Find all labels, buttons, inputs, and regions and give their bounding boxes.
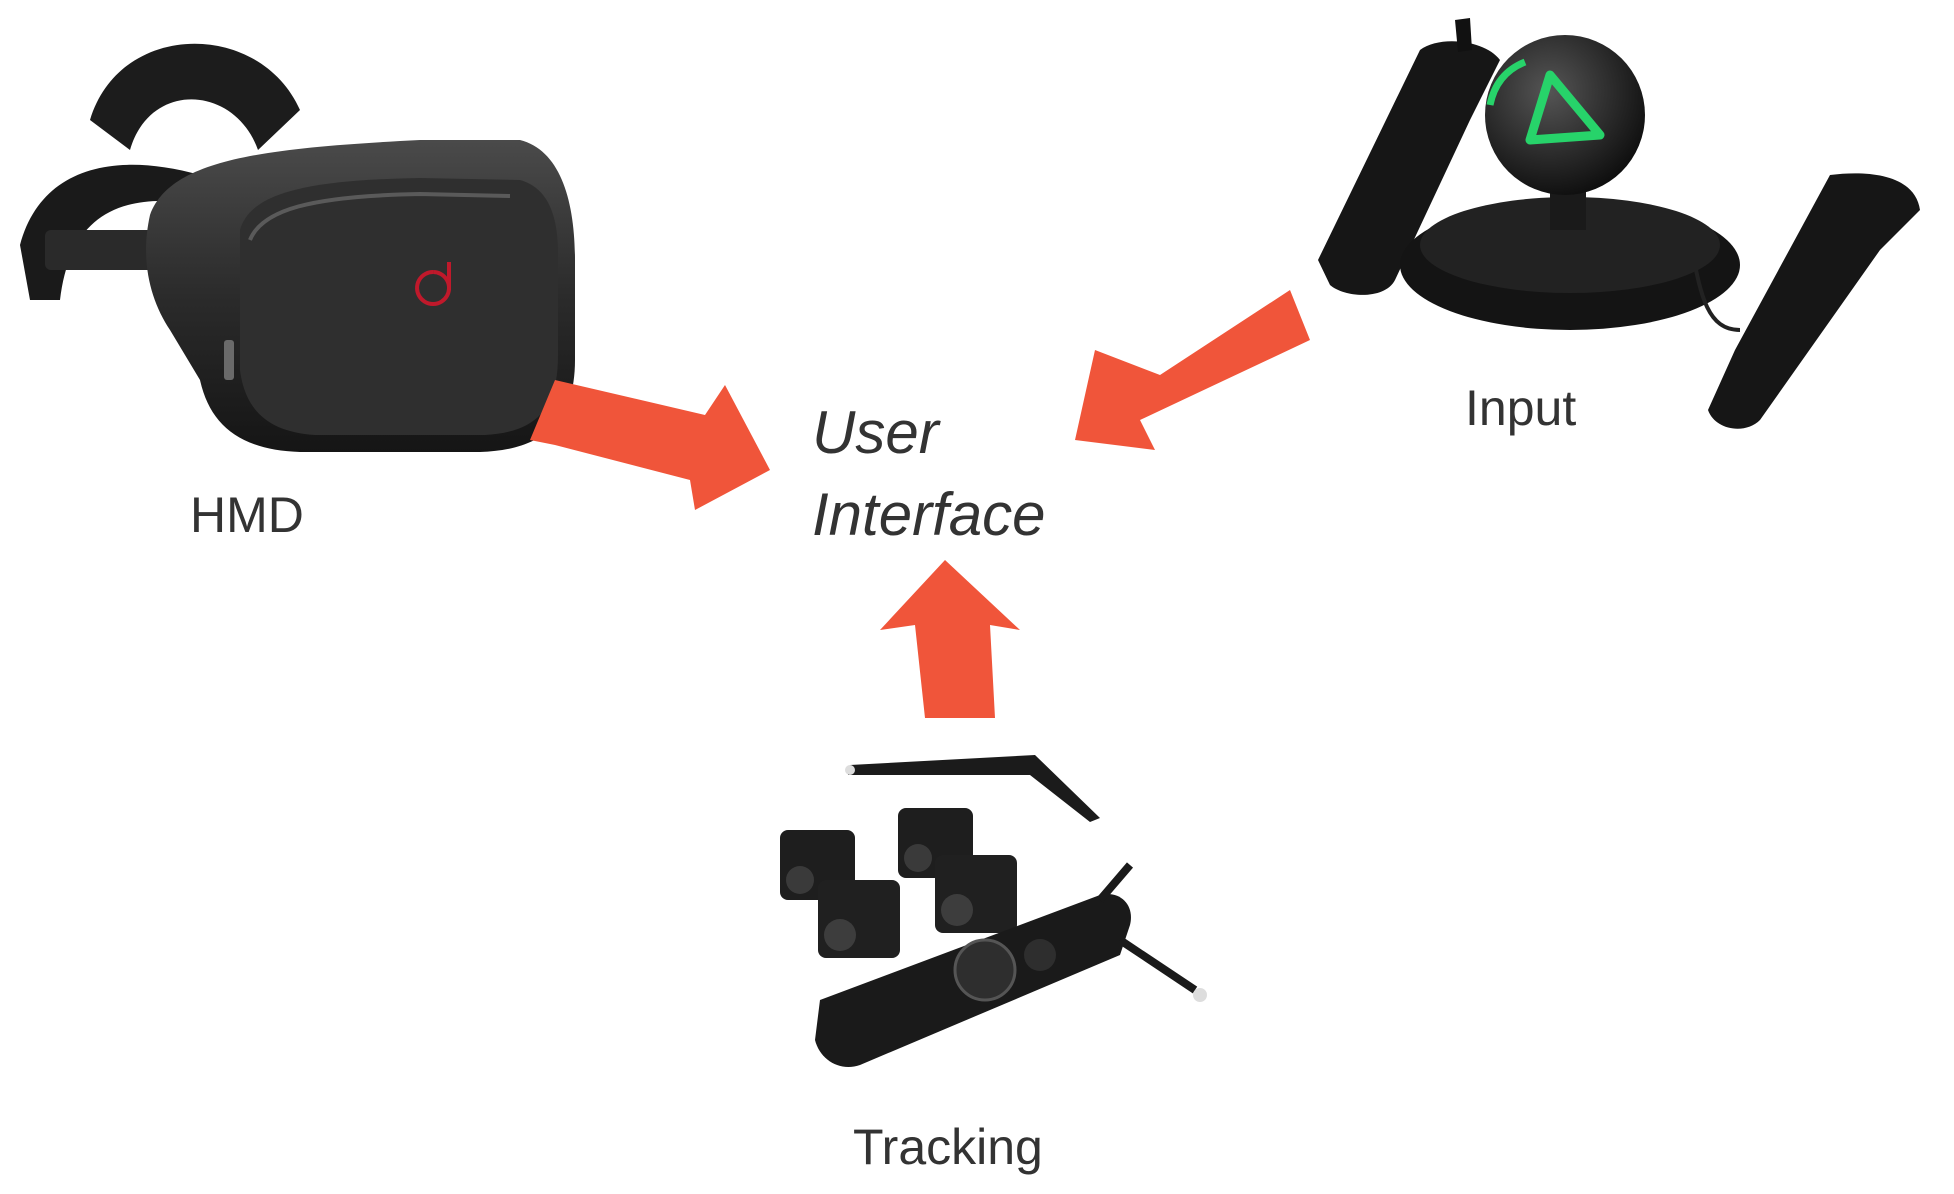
vr-headset-icon [20,43,575,452]
tracking-target-bar [848,755,1100,822]
motion-controller-icon [1318,18,1920,429]
head-strap-top [90,43,300,150]
glow-triangle-icon [1525,70,1605,145]
tracking-label: Tracking [853,1119,1043,1175]
center-line-2: Interface [812,481,1046,548]
arrow-input-to-ui [1075,290,1310,450]
visor-highlight [248,191,511,241]
arrow-tracking-to-ui [880,560,1020,718]
camera-unit [818,880,900,958]
headset-visor [240,178,558,435]
tracking-camera-icon [780,755,1207,1068]
tracking-ball [1485,35,1645,195]
remote-button [1024,939,1056,971]
controller-cable [1688,239,1741,332]
base-station-top [1420,197,1720,293]
side-button [224,340,234,380]
marker-ball [1193,988,1207,1002]
center-line-1: User [812,399,939,466]
controller-right [1708,173,1920,429]
input-label: Input [1465,380,1576,436]
remote-dpad [953,938,1017,1002]
strap-buckle [45,230,165,270]
marker-ball [845,765,855,775]
remote-antenna [1096,862,1198,994]
controller-left-trigger [1455,18,1472,52]
glow-arc [1486,58,1527,106]
user-interface-label: User Interface [812,392,1045,556]
hmd-label: HMD [190,487,304,543]
camera-unit [935,855,1017,933]
brand-logo-icon [415,262,452,306]
controller-left [1318,41,1500,295]
arrow-hmd-to-ui [530,380,770,510]
